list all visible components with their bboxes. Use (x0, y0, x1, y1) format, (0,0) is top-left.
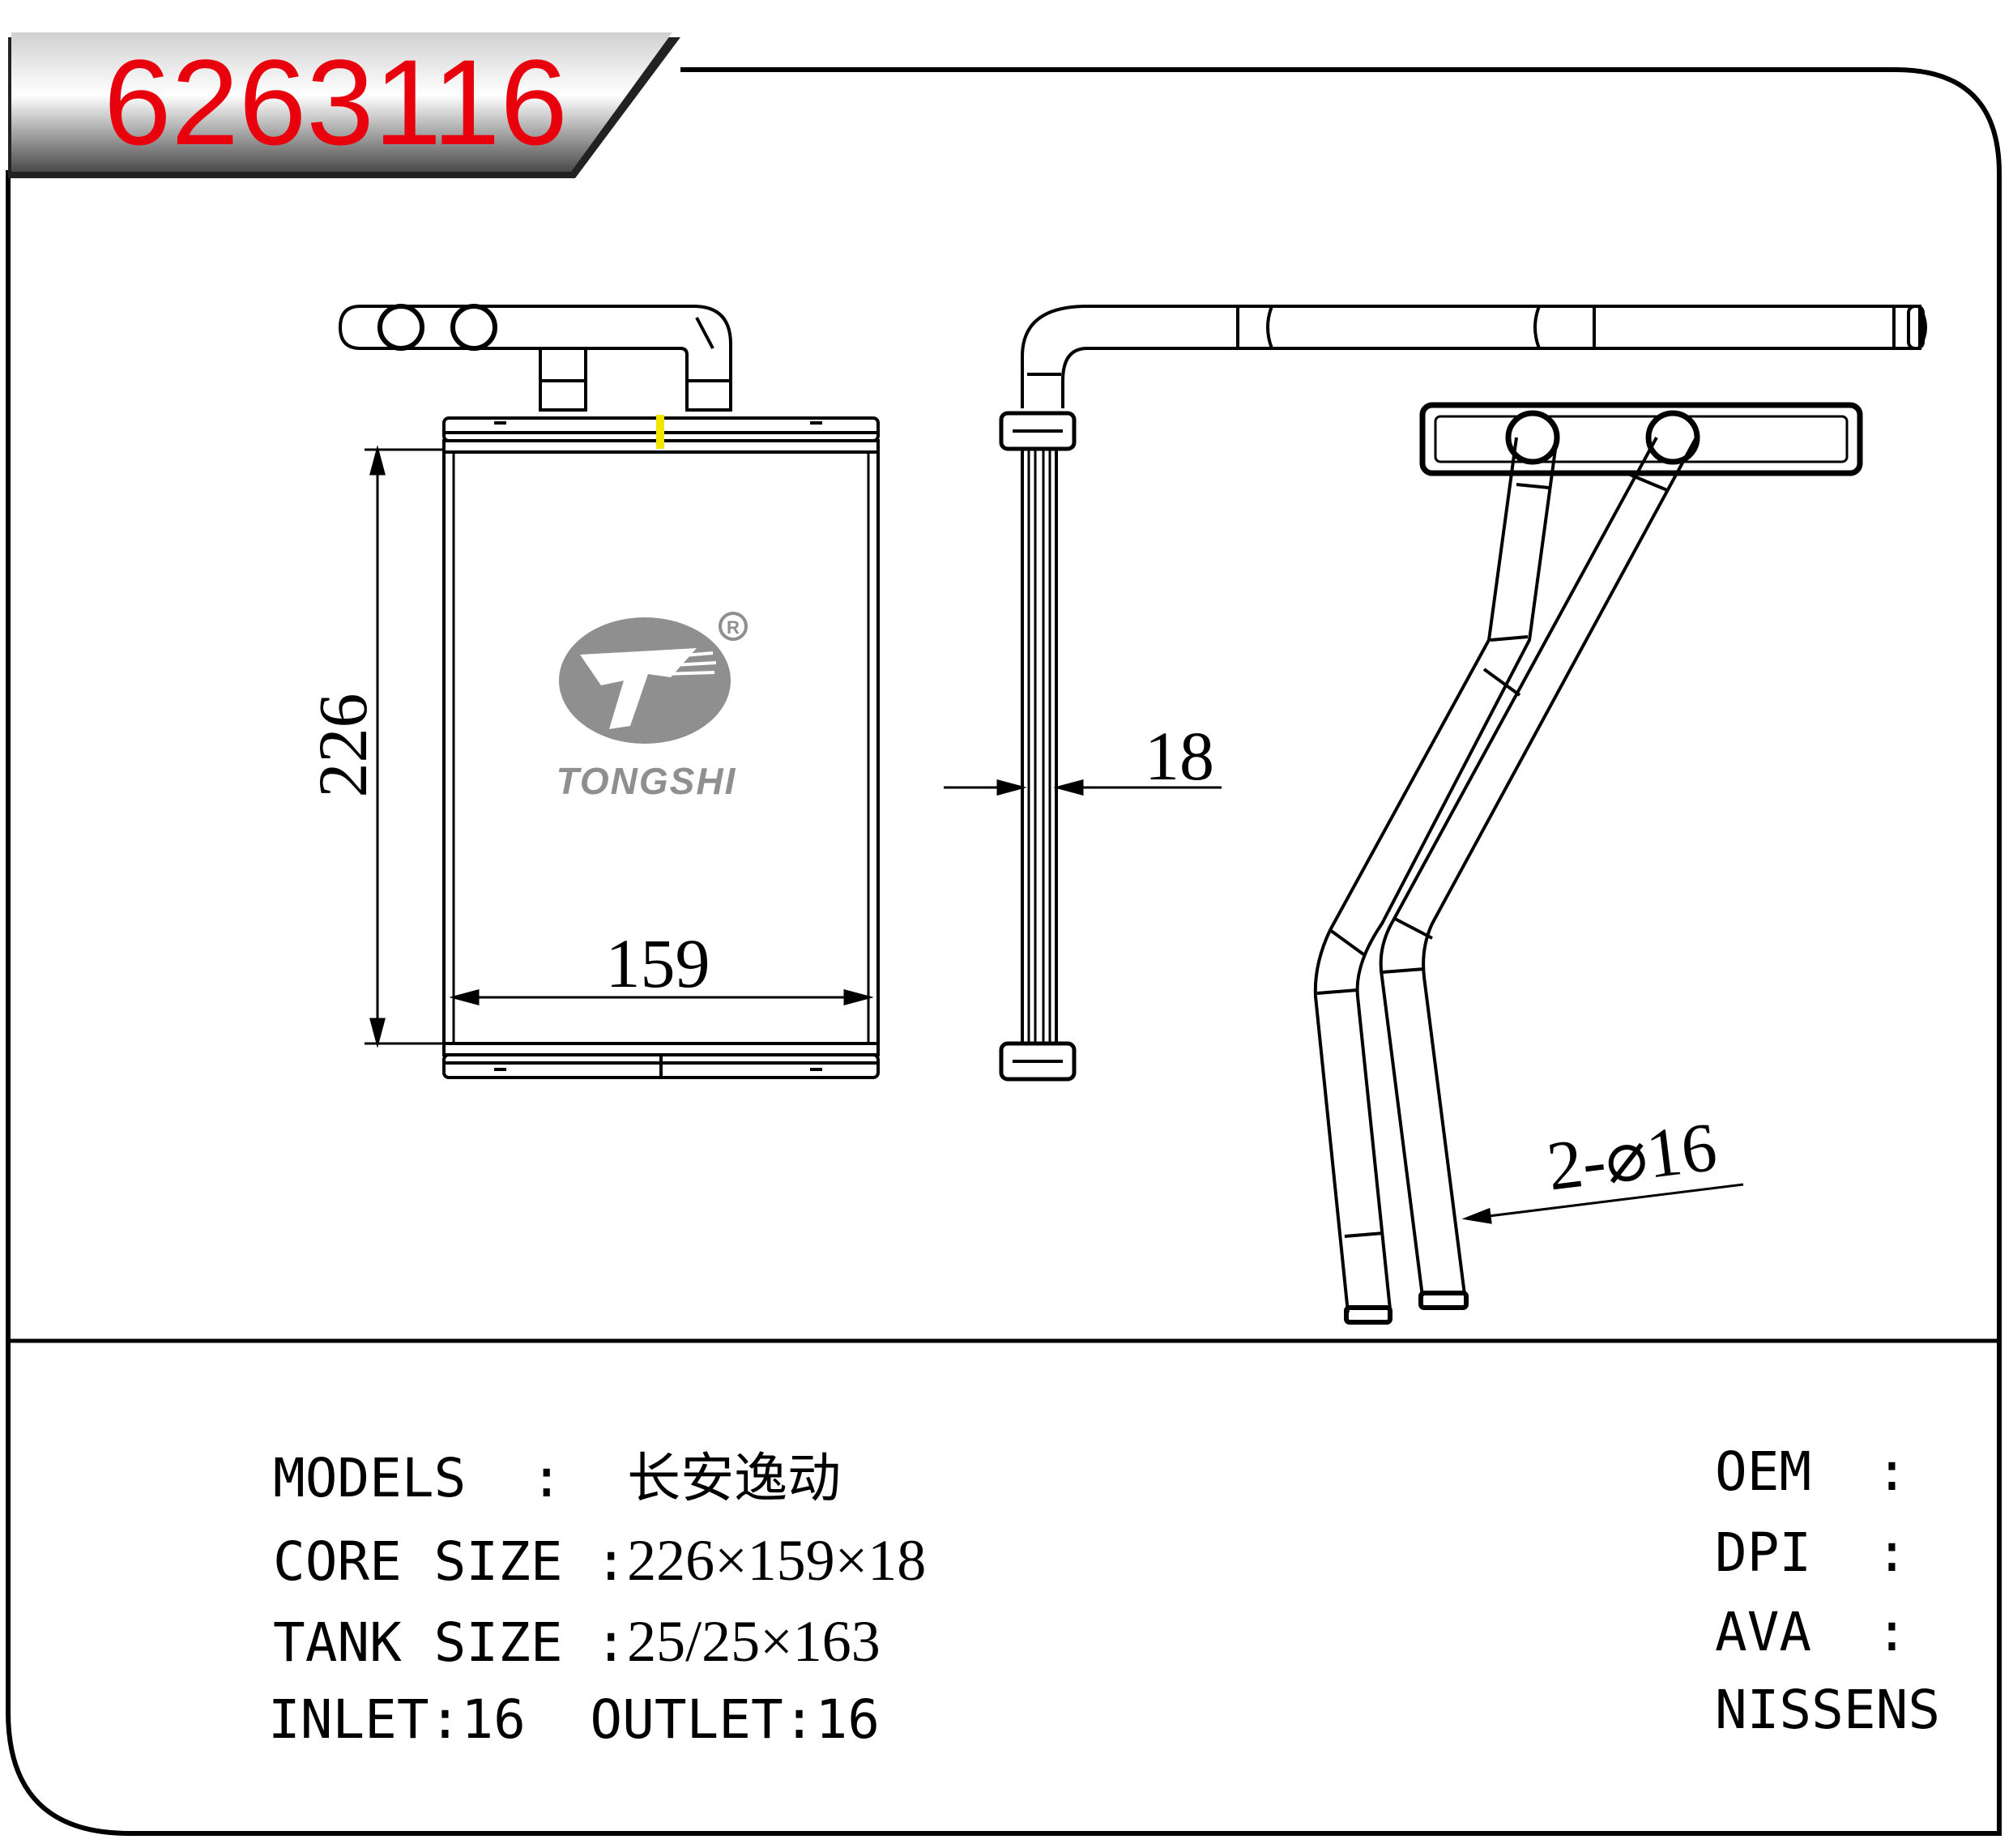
flange-port-right (1645, 410, 1700, 465)
height-label: 226 (304, 694, 382, 798)
part-number-banner: 6263116 (8, 32, 680, 178)
nissens-row: NISSENS : (1586, 1630, 2013, 1790)
pipe-joint (1482, 668, 1521, 697)
thickness-label: 18 (1145, 717, 1214, 795)
pipe-flange (1419, 402, 1863, 476)
pipe-end (1907, 305, 1925, 350)
part-number: 6263116 (104, 34, 568, 170)
nissens-sep: : (2005, 1679, 2013, 1741)
oem-row: OEM : (1586, 1392, 1908, 1552)
core-size-label: CORE SIZE (272, 1530, 563, 1593)
pipe-joint (1490, 635, 1529, 642)
pipe-joint (1381, 967, 1425, 974)
yellow-marker (656, 415, 664, 449)
thickness-dimension (944, 779, 1222, 796)
pipe-bend-line (695, 317, 714, 349)
models-label: MODELS (272, 1447, 467, 1509)
pipe-end-right (450, 304, 497, 351)
top-pipe (338, 305, 732, 412)
dpi-sep: : (1875, 1522, 1909, 1584)
pipe-left-end (1344, 1305, 1392, 1325)
pipe-diameter-dimension (1461, 1183, 1744, 1224)
brand-name: TONGSHI (557, 760, 737, 802)
width-label: 159 (606, 924, 710, 1002)
pipe-joint (1627, 472, 1668, 492)
pipe-flange-inner (1434, 415, 1849, 463)
bottom-header (442, 1042, 880, 1056)
models-sep: : (530, 1447, 563, 1509)
pipe-view (1313, 402, 1863, 1325)
height-dimension (365, 445, 444, 1048)
pipe-right (1379, 437, 1698, 1297)
tank-size-row: TANK SIZE :25/25×163 (144, 1559, 881, 1724)
pipe-right-end (1418, 1291, 1469, 1310)
pipe-joint (1316, 988, 1358, 995)
width-dimension (449, 989, 874, 1005)
side-bottom-tank (999, 1041, 1077, 1082)
core-size-value: 226×159×18 (627, 1528, 927, 1593)
outlet-value: 16 (815, 1688, 880, 1751)
inlet-value: 16 (461, 1688, 526, 1751)
tank-size-label: TANK SIZE (272, 1611, 563, 1674)
outlet-label: OUTLET: (590, 1688, 816, 1751)
side-core (1021, 447, 1058, 1045)
inlet-outlet-row: INLET:16 OUTLET:16 (139, 1640, 880, 1800)
tank-size-value: 25/25×163 (627, 1609, 881, 1674)
core-size-sep: : (595, 1530, 628, 1593)
dpi-label: DPI (1714, 1522, 1812, 1584)
heater-core-side-view (999, 305, 1927, 1082)
pipe-joints (1236, 305, 1596, 349)
core-size-row: CORE SIZE :226×159×18 (144, 1478, 926, 1643)
models-value: 长安逸动 (627, 1447, 842, 1509)
inlet-label: INLET: (267, 1688, 462, 1751)
models-row: MODELS : 长安逸动 (144, 1398, 841, 1559)
oem-label: OEM (1714, 1440, 1812, 1503)
pipe-joint (1516, 483, 1550, 489)
side-pipe (1021, 305, 1921, 408)
pipe-joint (1344, 1231, 1384, 1238)
sheet-border (6, 67, 2002, 1836)
ava-row: AVA : (1586, 1552, 1908, 1713)
pipe-end-left (377, 304, 424, 351)
tank-size-sep: : (595, 1611, 628, 1674)
tongshi-logo: R TONGSHI (557, 612, 748, 802)
ava-label: AVA (1714, 1601, 1812, 1663)
ava-sep: : (1875, 1601, 1909, 1663)
nissens-label: NISSENS (1714, 1679, 1941, 1741)
pipe-left (1313, 437, 1559, 1313)
dpi-row: DPI : (1586, 1473, 1908, 1633)
pipe-joint (1328, 928, 1367, 958)
registered-mark: R (727, 617, 740, 638)
pipe-joint (1394, 917, 1433, 940)
oem-sep: : (1875, 1440, 1909, 1503)
